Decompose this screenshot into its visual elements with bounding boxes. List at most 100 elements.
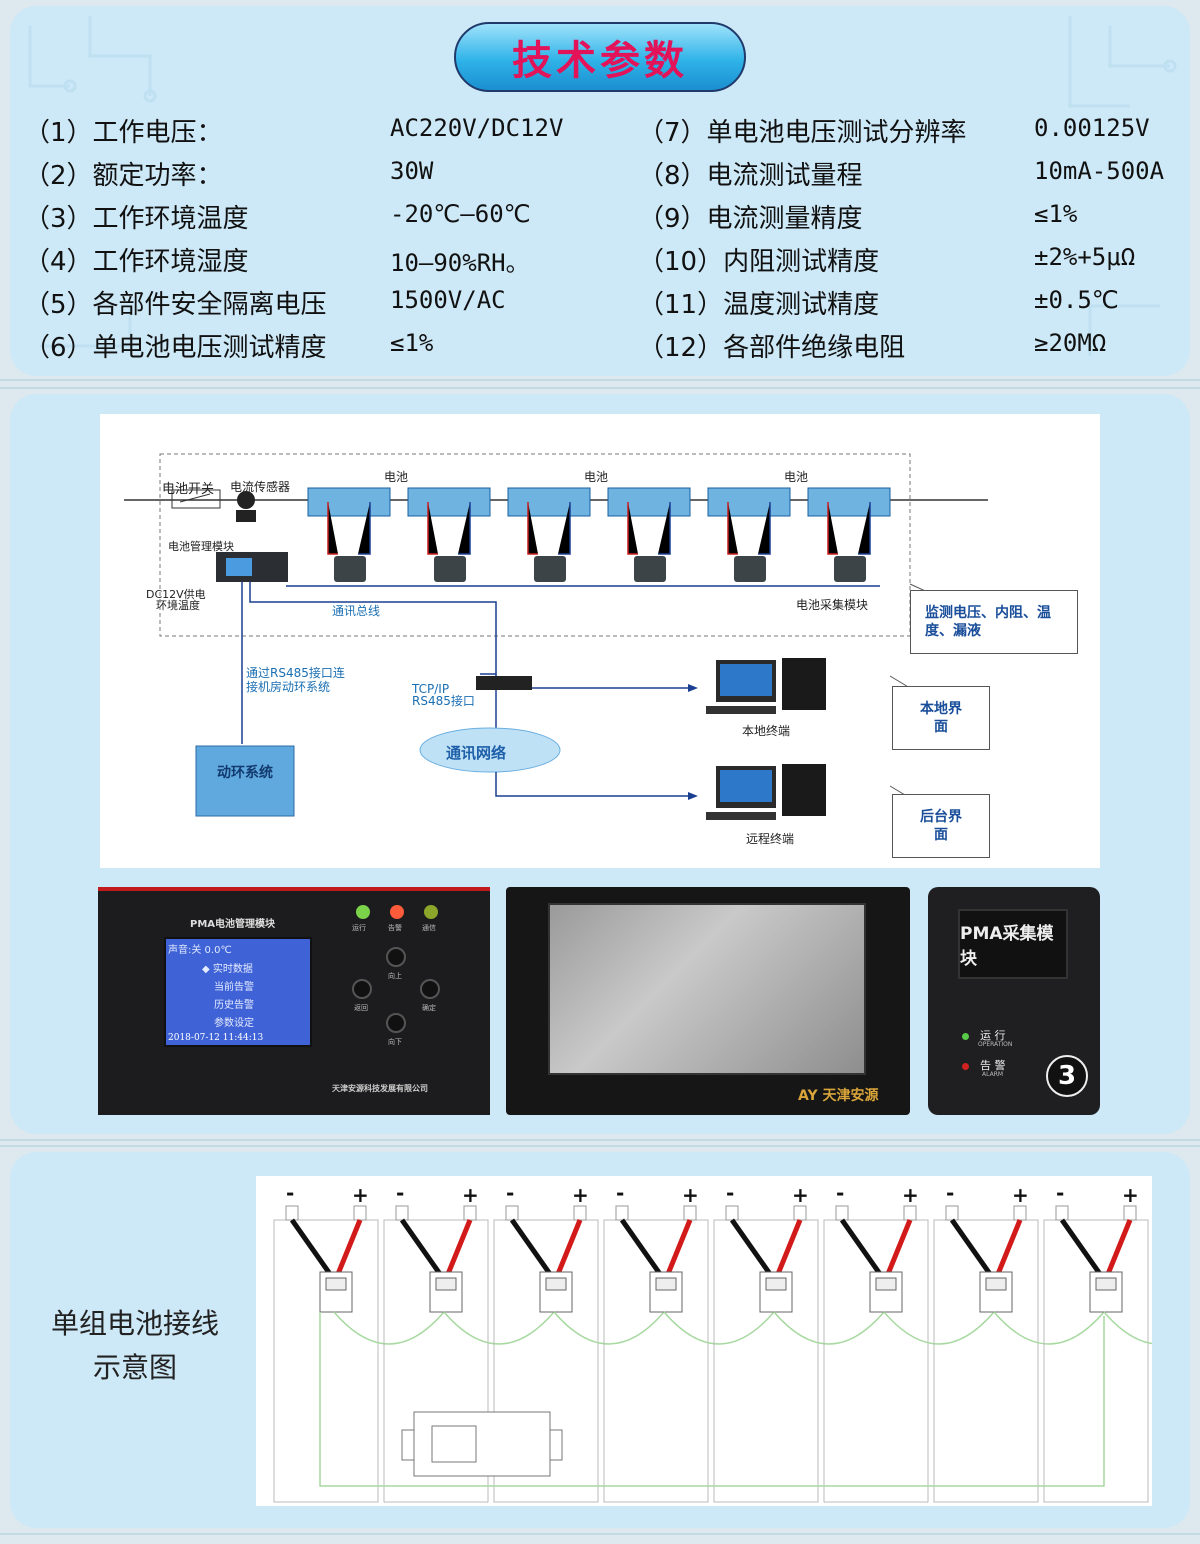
collector-window — [1095, 1277, 1117, 1291]
label-local-terminal: 本地终端 — [742, 724, 791, 738]
spec-label: （2）额定功率： — [24, 161, 223, 191]
terminal-negative — [395, 1205, 409, 1221]
minus-sign: - — [946, 1181, 954, 1205]
label-collect: 电池采集模块 — [796, 598, 869, 612]
terminal-positive — [903, 1205, 917, 1221]
button-label: 向下 — [388, 1038, 402, 1046]
positive-wire — [445, 1219, 473, 1275]
bms-screen-header: 声音:关 0.0℃ — [168, 945, 232, 956]
label-dynamic-env: 动环系统 — [217, 765, 273, 781]
plus-sign: + — [352, 1183, 369, 1207]
spec-value: ±0.5℃ — [1034, 286, 1119, 314]
label-remote-terminal: 远程终端 — [746, 832, 795, 846]
label-switch: 电池开关 — [162, 482, 215, 497]
led-run-icon — [356, 905, 370, 919]
battery-cell — [493, 1219, 599, 1503]
label-rs485: 通过RS485接口连接机房动环系统 — [246, 666, 345, 694]
bms-mount-right — [549, 1429, 563, 1461]
bms-company: 天津安源科技发展有限公司 — [332, 1084, 428, 1093]
plus-sign: + — [902, 1183, 919, 1207]
battery-cell — [383, 1219, 489, 1503]
collector-window — [325, 1277, 347, 1291]
comm-cable — [883, 1311, 995, 1345]
back-button[interactable] — [352, 979, 372, 999]
system-diagram: 电池开关 电流传感器 电池 电池 电池 电池管理模块 DC12V供电 环境温度 … — [100, 414, 1100, 868]
negative-wire — [289, 1218, 333, 1276]
minus-sign: - — [396, 1181, 404, 1205]
positive-wire — [775, 1219, 803, 1275]
spec-value: ≤1% — [390, 329, 434, 357]
negative-wire — [1059, 1218, 1103, 1276]
battery-cell — [823, 1219, 929, 1503]
spec-value: ≤1% — [1034, 200, 1078, 228]
confirm-button[interactable] — [420, 979, 440, 999]
led-label: 运行 — [352, 924, 366, 932]
label-battery: 电池 — [384, 470, 409, 484]
bms-menu-item: 历史告警 — [214, 1000, 254, 1011]
bms-mount-left — [401, 1429, 415, 1461]
button-label: 返回 — [354, 1004, 368, 1012]
terminal-negative — [835, 1205, 849, 1221]
collector-window — [765, 1277, 787, 1291]
collector-run-en: OPERATION — [978, 1041, 1013, 1048]
collector-label: PMA采集模块 — [960, 924, 1054, 969]
battery-cell — [713, 1219, 819, 1503]
label-network: 通讯网络 — [446, 744, 507, 762]
comm-cable — [993, 1311, 1105, 1345]
battery-cell — [933, 1219, 1039, 1503]
spec-value: 1500V/AC — [390, 286, 506, 314]
positive-wire — [555, 1219, 583, 1275]
minus-sign: - — [506, 1181, 514, 1205]
touchscreen-brand: AY 天津安源 — [798, 1088, 879, 1104]
collector-window — [985, 1277, 1007, 1291]
positive-wire — [665, 1219, 693, 1275]
spec-label: （9）电流测量精度 — [638, 204, 863, 234]
spec-value: 10—90%RH。 — [390, 249, 530, 277]
specs-panel: 技术参数 （1）工作电压： AC220V/DC12V （2）额定功率： 30W … — [10, 6, 1190, 376]
local-ui-callout: 本地界面 — [892, 686, 990, 750]
bms-menu-item: 参数设定 — [214, 1018, 254, 1029]
label-bus: 通讯总线 — [332, 604, 381, 618]
bms-menu-item: ◆ 实时数据 — [202, 964, 253, 975]
spec-label: （10）内阻测试精度 — [638, 247, 880, 277]
panel-circuit-pattern — [28, 16, 1177, 356]
terminal-positive — [573, 1205, 587, 1221]
up-button[interactable] — [386, 947, 406, 967]
spec-value: ≥20MΩ — [1034, 329, 1107, 357]
wiring-diagram: -+-+-+-+-+-+-+-+ — [256, 1176, 1152, 1506]
spec-label: （8）电流测试量程 — [638, 161, 863, 191]
collector-module — [539, 1271, 573, 1313]
bms-title: PMA电池管理模块 — [190, 919, 276, 930]
spec-label: （7）单电池电压测试分辨率 — [638, 118, 967, 148]
spec-label: （11）温度测试精度 — [638, 290, 880, 320]
spec-value: 30W — [390, 157, 434, 185]
wiring-panel: 单组电池接线 示意图 -+-+-+-+-+-+-+-+ — [10, 1152, 1190, 1528]
collector-alarm-en: ALARM — [982, 1071, 1004, 1078]
battery-cell — [273, 1219, 379, 1503]
positive-wire — [335, 1219, 363, 1275]
button-label: 向上 — [388, 972, 402, 980]
positive-wire — [995, 1219, 1023, 1275]
section-title-text: 技术参数 — [512, 38, 688, 84]
label-battery: 电池 — [584, 470, 609, 484]
terminal-positive — [353, 1205, 367, 1221]
terminal-positive — [463, 1205, 477, 1221]
positive-wire — [1105, 1219, 1133, 1275]
down-button[interactable] — [386, 1013, 406, 1033]
collector-window — [655, 1277, 677, 1291]
spec-label: （12）各部件绝缘电阻 — [638, 333, 906, 363]
label-tcpip: TCP/IP — [412, 682, 450, 696]
spec-label: （4）工作环境湿度 — [24, 247, 249, 277]
wiring-drawing: -+-+-+-+-+-+-+-+ — [273, 1181, 1152, 1503]
touchscreen-device-photo: AY 天津安源 — [506, 887, 910, 1115]
battery-cell — [603, 1219, 709, 1503]
comm-trunk-cable — [319, 1312, 1105, 1487]
negative-wire — [619, 1218, 663, 1276]
bms-screen: 声音:关 0.0℃ ◆ 实时数据 当前告警 历史告警 参数设定 2018-07-… — [164, 937, 312, 1047]
battery-cell — [1043, 1219, 1149, 1503]
section-title: 技术参数 — [454, 22, 746, 92]
bms-menu: ◆ 实时数据 当前告警 历史告警 参数设定 — [202, 961, 254, 1033]
wiring-caption-line: 示意图 — [92, 1351, 177, 1384]
label-bms: 电池管理模块 — [168, 540, 234, 553]
terminal-negative — [505, 1205, 519, 1221]
